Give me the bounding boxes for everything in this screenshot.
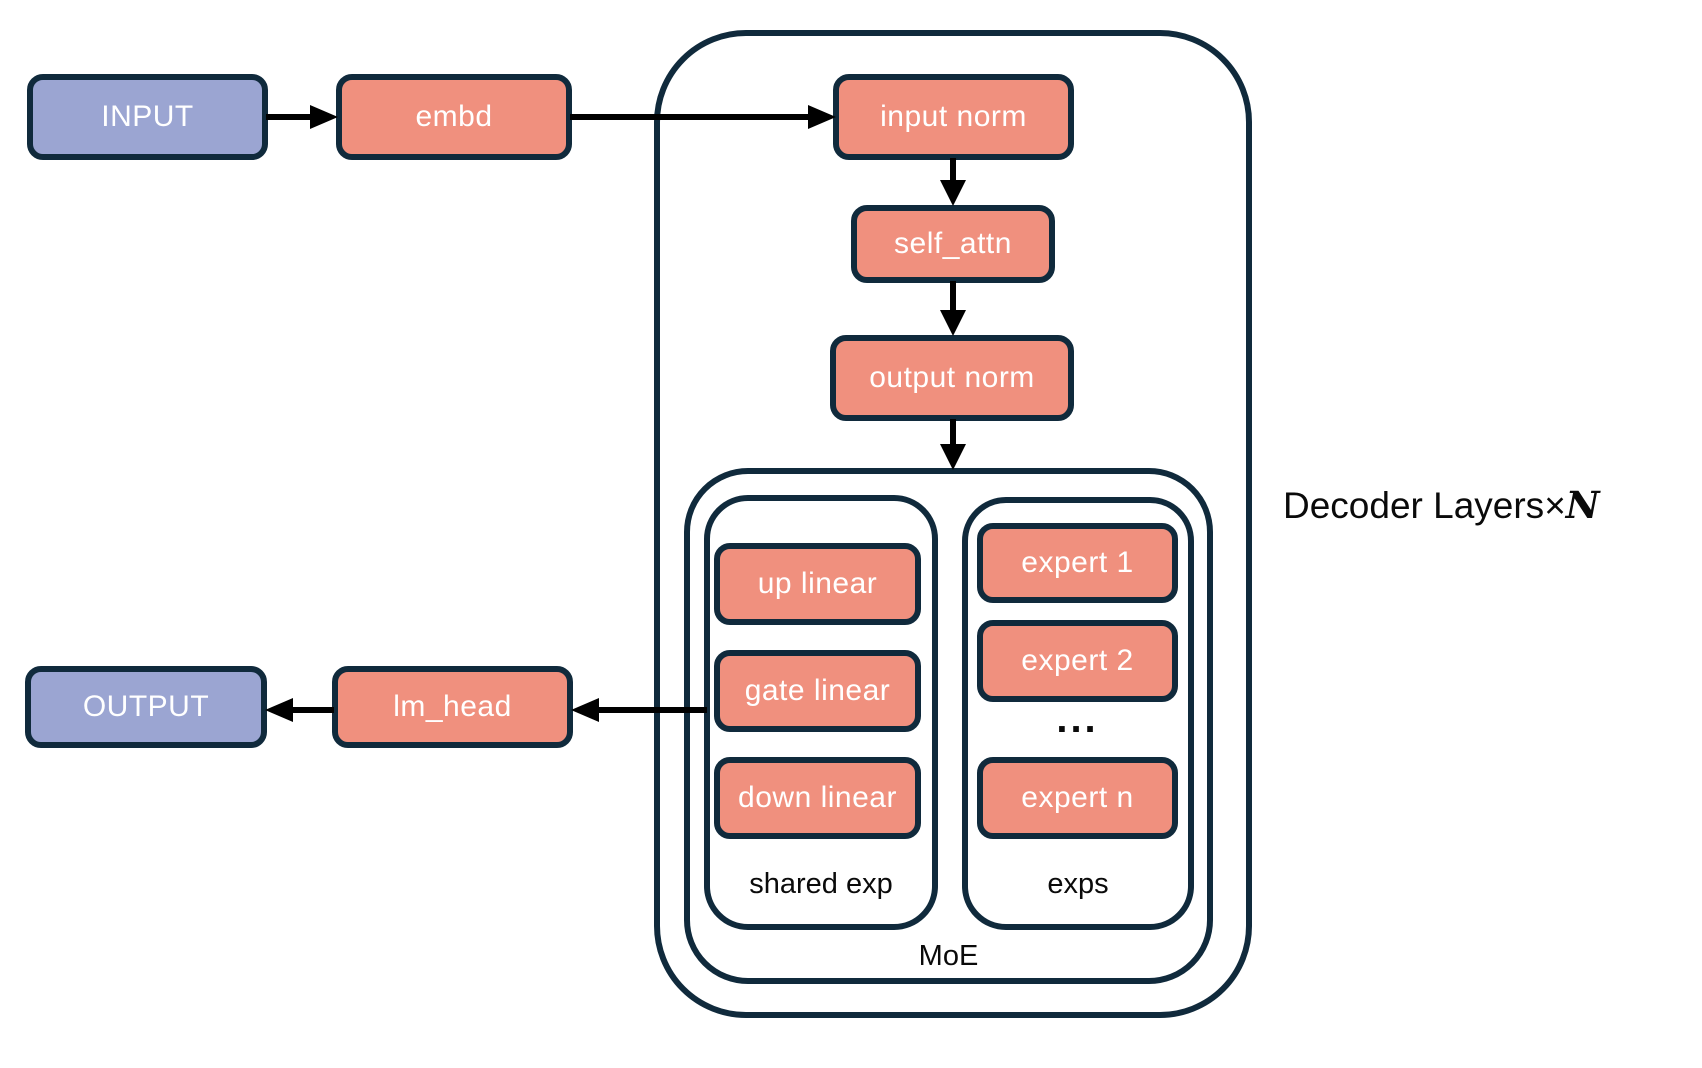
- arrow-shaft: [950, 158, 956, 184]
- arrow-input-norm-to-self-attn: [940, 158, 966, 206]
- arrow-shaft: [570, 114, 812, 120]
- arrow-head: [940, 310, 966, 336]
- exps-container: [962, 497, 1194, 930]
- arrow-head: [310, 105, 338, 129]
- exps-label: exps: [1047, 868, 1109, 900]
- arrow-head: [940, 180, 966, 206]
- decoder-layers-label: Decoder Layers×N: [1283, 483, 1600, 527]
- decoder-layers-container: [654, 30, 1252, 1018]
- shared-exp-label: shared exp: [749, 868, 893, 900]
- arrow-self-attn-to-output-norm: [940, 281, 966, 336]
- gate-linear-box: gate linear: [714, 650, 921, 732]
- input-norm-box: input norm: [833, 74, 1074, 160]
- arrow-lm-head-to-output: [265, 697, 334, 723]
- decoder-layers-text: Decoder Layers: [1283, 485, 1545, 526]
- n-symbol: N: [1565, 483, 1600, 527]
- experts-ellipsis: ...: [1056, 697, 1099, 741]
- arrow-head: [571, 698, 599, 722]
- arrow-shaft: [950, 419, 956, 448]
- arrow-shaft: [595, 707, 707, 713]
- up-linear-box: up linear: [714, 543, 921, 625]
- arrow-head: [265, 698, 293, 722]
- moe-label: MoE: [918, 940, 979, 972]
- output-box: OUTPUT: [25, 666, 267, 748]
- embd-box: embd: [336, 74, 572, 160]
- down-linear-box: down linear: [714, 757, 921, 839]
- times-symbol: ×: [1544, 485, 1566, 526]
- arrow-shaft: [950, 281, 956, 314]
- expert-2-box: expert 2: [977, 620, 1178, 702]
- moe-container: [684, 468, 1213, 984]
- output-norm-box: output norm: [830, 335, 1074, 421]
- arrow-input-to-embd: [266, 104, 338, 130]
- lm-head-box: lm_head: [332, 666, 573, 748]
- self-attn-box: self_attn: [851, 205, 1055, 283]
- arrow-shaft: [266, 114, 314, 120]
- arrow-shaft: [289, 707, 334, 713]
- arrow-output-norm-to-moe: [940, 419, 966, 470]
- input-box: INPUT: [27, 74, 268, 160]
- shared-exp-container: [704, 495, 938, 930]
- arrow-head: [808, 105, 836, 129]
- arrow-embd-to-input-norm: [570, 104, 836, 130]
- expert-n-box: expert n: [977, 757, 1178, 839]
- arrow-moe-to-lm-head: [571, 697, 707, 723]
- expert-1-box: expert 1: [977, 523, 1178, 603]
- arrow-head: [940, 444, 966, 470]
